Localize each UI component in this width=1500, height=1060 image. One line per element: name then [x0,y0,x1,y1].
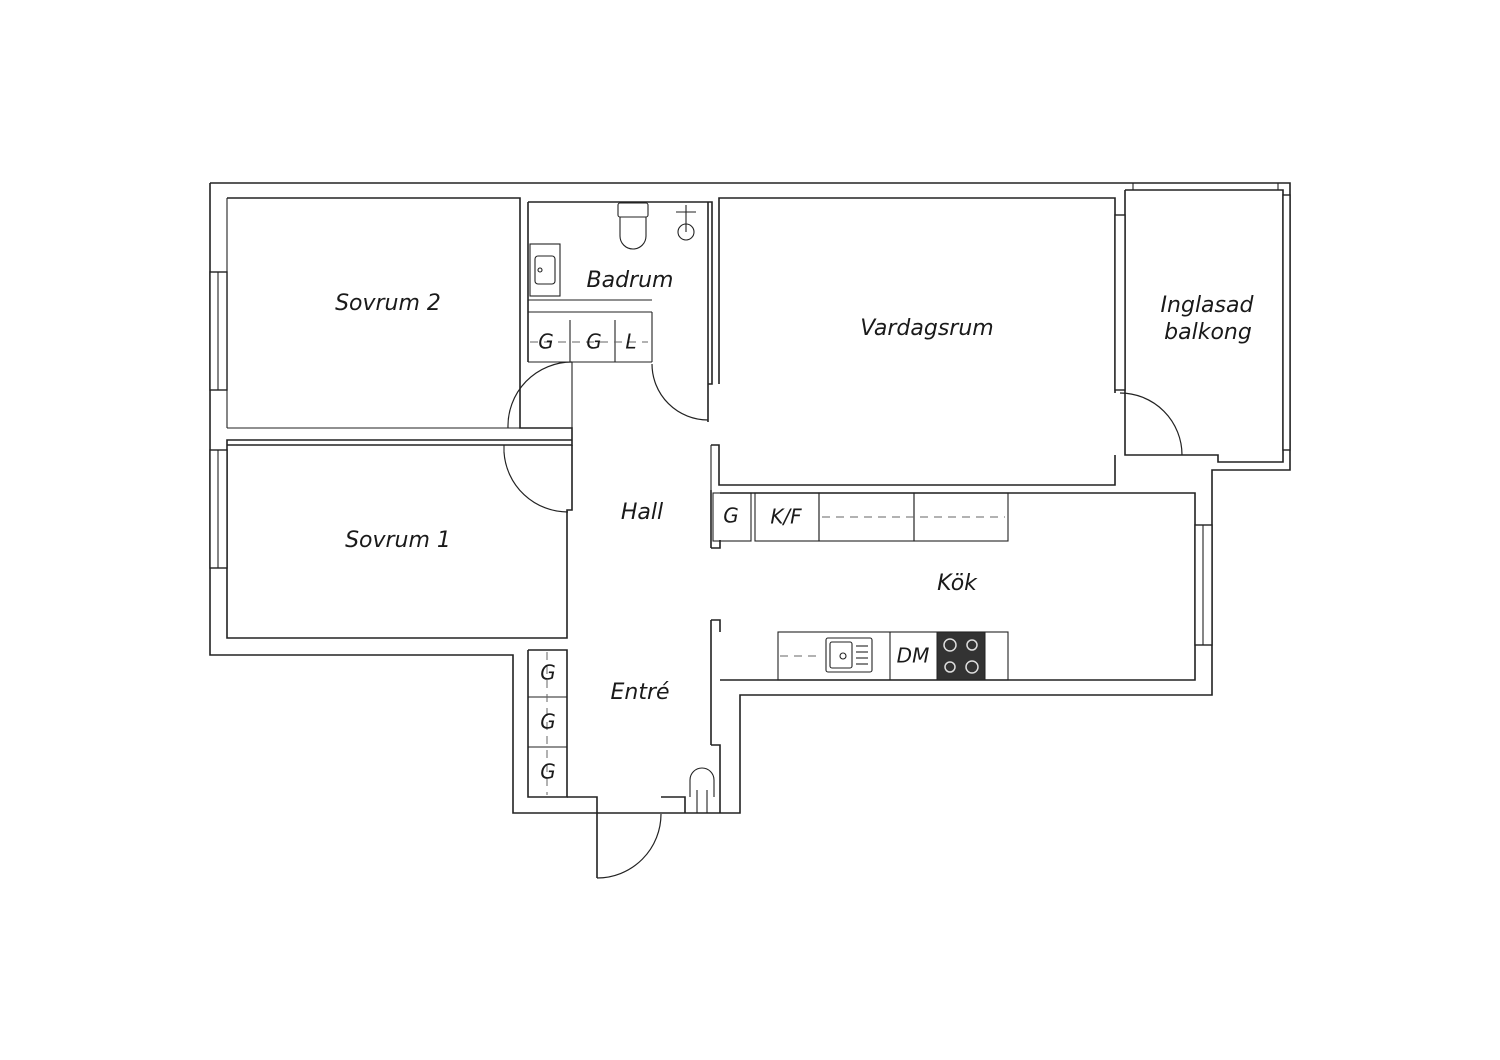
sink-icon [529,243,561,297]
room-inglasad-balkong [1114,183,1291,463]
label-sovrum-2: Sovrum 2 [335,291,441,316]
shower-icon [676,205,696,241]
closet-row [530,320,648,362]
closet-label: G [723,504,739,528]
window [1282,194,1291,451]
closet-label: G [540,661,556,685]
label-balkong-line2: balkong [1164,320,1252,345]
door-swing [651,363,709,421]
door-swing [503,451,569,513]
closet-label: G [540,760,556,784]
label-vardagsrum: Vardagsrum [860,316,993,341]
label-kok: Kök [937,571,978,596]
label-sovrum-1: Sovrum 1 [345,528,451,553]
door-swing [507,361,573,429]
toilet-icon [617,202,649,250]
closet [712,492,752,542]
room-badrum [527,201,713,422]
fridge-freezer-label: K/F [770,505,802,529]
linen-closet-label: L [625,330,636,354]
room-sovrum-2 [209,197,573,446]
kitchen-sink-icon [825,637,873,673]
room-kok [712,492,1213,681]
room-vardagsrum [710,197,1116,490]
closet-label: G [586,330,602,354]
closet-label: G [538,330,554,354]
room-sovrum-1 [209,439,573,639]
chimney-icon [689,767,715,813]
room-hall [710,490,721,745]
outer-walls [209,182,1291,814]
door-swing [1119,392,1183,456]
closet-label: G [540,710,556,734]
door-swing [596,813,662,879]
label-balkong-line1: Inglasad [1161,293,1255,318]
label-entre: Entré [610,680,669,705]
window [1114,214,1126,391]
dishwasher-label: DM [897,644,930,668]
label-hall: Hall [621,500,663,525]
room-entre [527,649,721,879]
stove-icon [936,631,986,681]
label-badrum: Badrum [587,268,674,293]
